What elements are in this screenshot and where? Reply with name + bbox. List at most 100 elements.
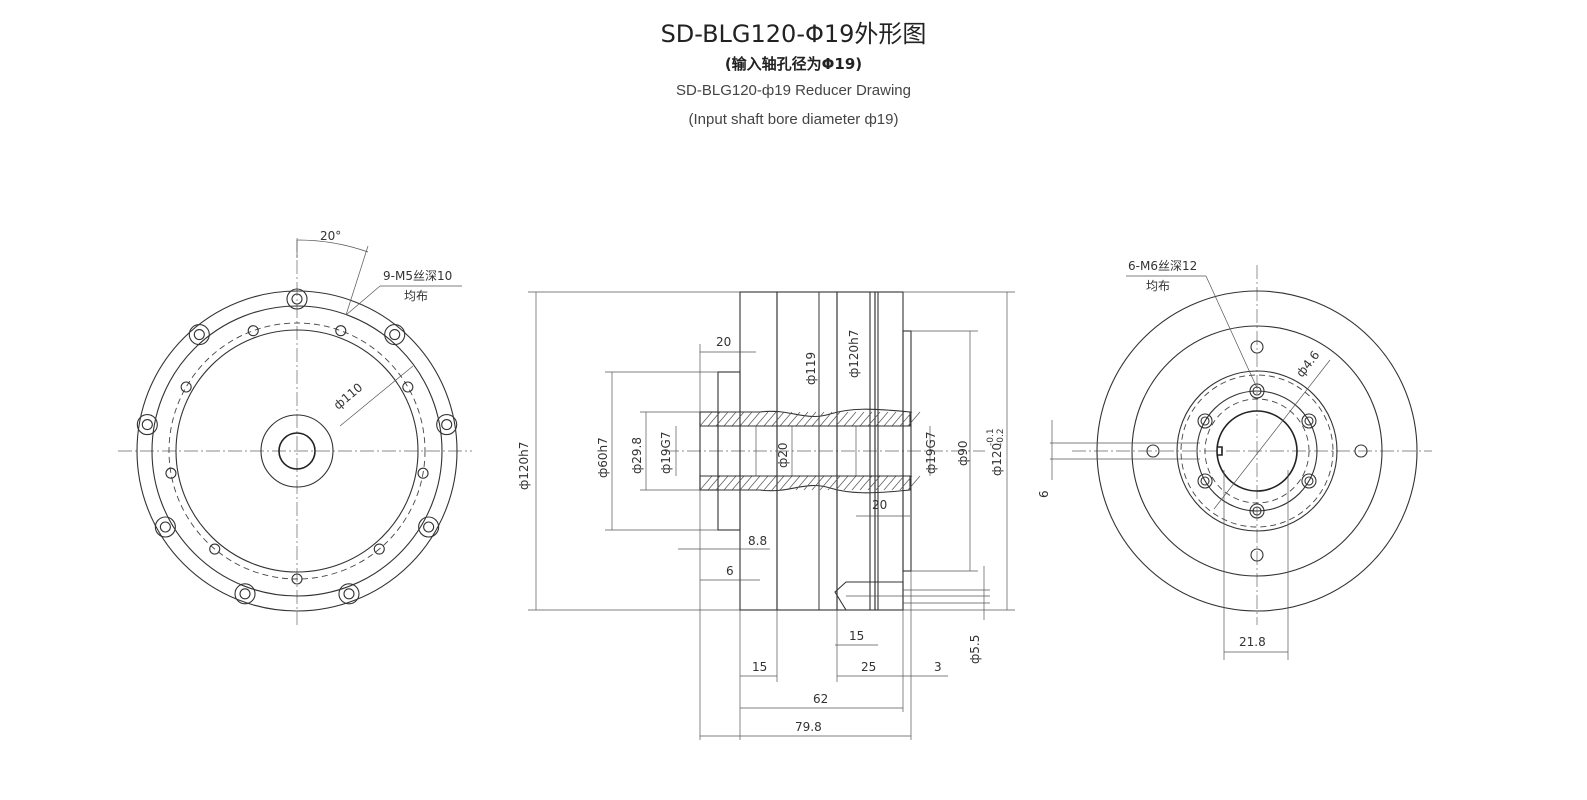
side-section-view: ф120h7 ф60h7 ф29.8 ф19G7 ф20 ф119 ф120h7… bbox=[517, 291, 1015, 740]
bolt-hole-inner bbox=[389, 329, 401, 341]
hub-circle bbox=[260, 414, 334, 488]
threaded-hole bbox=[335, 325, 347, 337]
hatch-line bbox=[851, 475, 865, 491]
hatch-line bbox=[819, 411, 833, 427]
bolt-hole-inner bbox=[343, 588, 355, 600]
hatch-line bbox=[819, 475, 833, 491]
hatch-line bbox=[739, 475, 753, 491]
hatch-line bbox=[907, 411, 921, 427]
key-width: 6 bbox=[1037, 490, 1051, 498]
hatch-line bbox=[811, 475, 825, 491]
threaded-hole bbox=[209, 543, 221, 555]
bolt-holes-left bbox=[136, 288, 458, 605]
threaded-hole-right bbox=[1197, 473, 1213, 489]
threaded-hole-right bbox=[1197, 413, 1213, 429]
hatch-line bbox=[883, 411, 897, 427]
dim-d29-8: ф29.8 bbox=[630, 437, 644, 474]
thread-note-left: 均布 bbox=[404, 289, 428, 303]
dim-6: 6 bbox=[726, 564, 734, 578]
drawing-subtitle-cn: (输入轴孔径为Φ19) bbox=[724, 55, 863, 73]
threaded-hole-right bbox=[1301, 473, 1317, 489]
bolt-hole-inner bbox=[159, 521, 171, 533]
angle-label: 20° bbox=[320, 229, 341, 243]
bolt-hole bbox=[384, 324, 406, 346]
threaded-holes-left bbox=[165, 325, 429, 585]
dim-d5-5: ф5.5 bbox=[968, 635, 982, 664]
dim-d119: ф119 bbox=[804, 352, 818, 385]
hatch-line bbox=[747, 411, 761, 427]
hatch-line bbox=[851, 411, 865, 427]
bolt-hole-inner bbox=[193, 329, 205, 341]
bolt-hole-inner bbox=[239, 588, 251, 600]
hatch-line bbox=[899, 475, 913, 491]
bolt-hole bbox=[154, 516, 176, 538]
bolt-hole bbox=[338, 583, 360, 605]
hatch-line bbox=[699, 475, 713, 491]
dim-8-8: 8.8 bbox=[748, 534, 767, 548]
threaded-hole bbox=[373, 543, 385, 555]
threaded-hole-right bbox=[1249, 503, 1265, 519]
dim-15-mid: 15 bbox=[849, 629, 864, 643]
output-bore bbox=[1216, 410, 1298, 492]
bolt-hole bbox=[136, 414, 158, 436]
threaded-hole bbox=[180, 381, 192, 393]
bolt-hole bbox=[286, 288, 308, 310]
right-rear-view: 6-M6丝深12 均布 ф4.6 6 21.8 bbox=[1037, 259, 1432, 660]
threaded-hole-right-inner bbox=[1200, 416, 1210, 426]
hatch-line bbox=[835, 411, 849, 427]
outer-circle-right bbox=[1096, 290, 1418, 612]
hatch-line bbox=[779, 475, 793, 491]
pin-hole bbox=[1146, 444, 1160, 458]
hatch-line bbox=[763, 411, 777, 427]
threaded-hole-right-inner bbox=[1304, 476, 1314, 486]
key-height: 21.8 bbox=[1239, 635, 1266, 649]
dim-d120-right: ф120 bbox=[990, 443, 1004, 476]
threaded-hole-right-inner bbox=[1304, 416, 1314, 426]
section-hatch bbox=[699, 411, 921, 491]
threaded-hole bbox=[247, 325, 259, 337]
hatch-line bbox=[827, 475, 841, 491]
hatch-line bbox=[859, 475, 873, 491]
hatch-line bbox=[707, 475, 721, 491]
hatch-line bbox=[859, 411, 873, 427]
hatch-line bbox=[771, 411, 785, 427]
hatch-line bbox=[771, 475, 785, 491]
threaded-hole-right bbox=[1301, 413, 1317, 429]
hatch-line bbox=[803, 411, 817, 427]
drawing-title-cn: SD-BLG120-Φ19外形图 bbox=[660, 20, 927, 48]
hatch-line bbox=[875, 411, 889, 427]
hatch-line bbox=[755, 411, 769, 427]
thread-callout-left: 9-M5丝深10 bbox=[383, 269, 452, 283]
dim-d120h7-flange: ф120h7 bbox=[847, 330, 861, 378]
hatch-line bbox=[795, 475, 809, 491]
hatch-line bbox=[795, 411, 809, 427]
hatch-line bbox=[723, 411, 737, 427]
threaded-hole bbox=[417, 467, 429, 479]
pin-hole bbox=[1250, 548, 1264, 562]
hatch-line bbox=[875, 475, 889, 491]
hatch-line bbox=[755, 475, 769, 491]
bolt-hole-inner bbox=[141, 419, 153, 431]
hatch-line bbox=[707, 411, 721, 427]
hatch-line bbox=[843, 411, 857, 427]
dim-20-top: 20 bbox=[716, 335, 731, 349]
threaded-hole-right-inner bbox=[1252, 386, 1262, 396]
dim-d120h7: ф120h7 bbox=[517, 442, 531, 490]
threaded-hole-right-inner bbox=[1200, 476, 1210, 486]
hatch-line bbox=[803, 475, 817, 491]
dim-20-right: 20 bbox=[872, 498, 887, 512]
hatch-line bbox=[843, 475, 857, 491]
dim-62: 62 bbox=[813, 692, 828, 706]
hatch-line bbox=[867, 411, 881, 427]
hatch-line bbox=[779, 411, 793, 427]
hatch-line bbox=[747, 475, 761, 491]
tol-lower: -0.2 bbox=[996, 428, 1006, 446]
hatch-line bbox=[827, 411, 841, 427]
hatch-line bbox=[739, 411, 753, 427]
dim-3: 3 bbox=[934, 660, 942, 674]
dim-d19g7-left: ф19G7 bbox=[659, 432, 673, 474]
hatch-line bbox=[715, 475, 729, 491]
threaded-hole-right bbox=[1249, 383, 1265, 399]
hatch-line bbox=[731, 475, 745, 491]
